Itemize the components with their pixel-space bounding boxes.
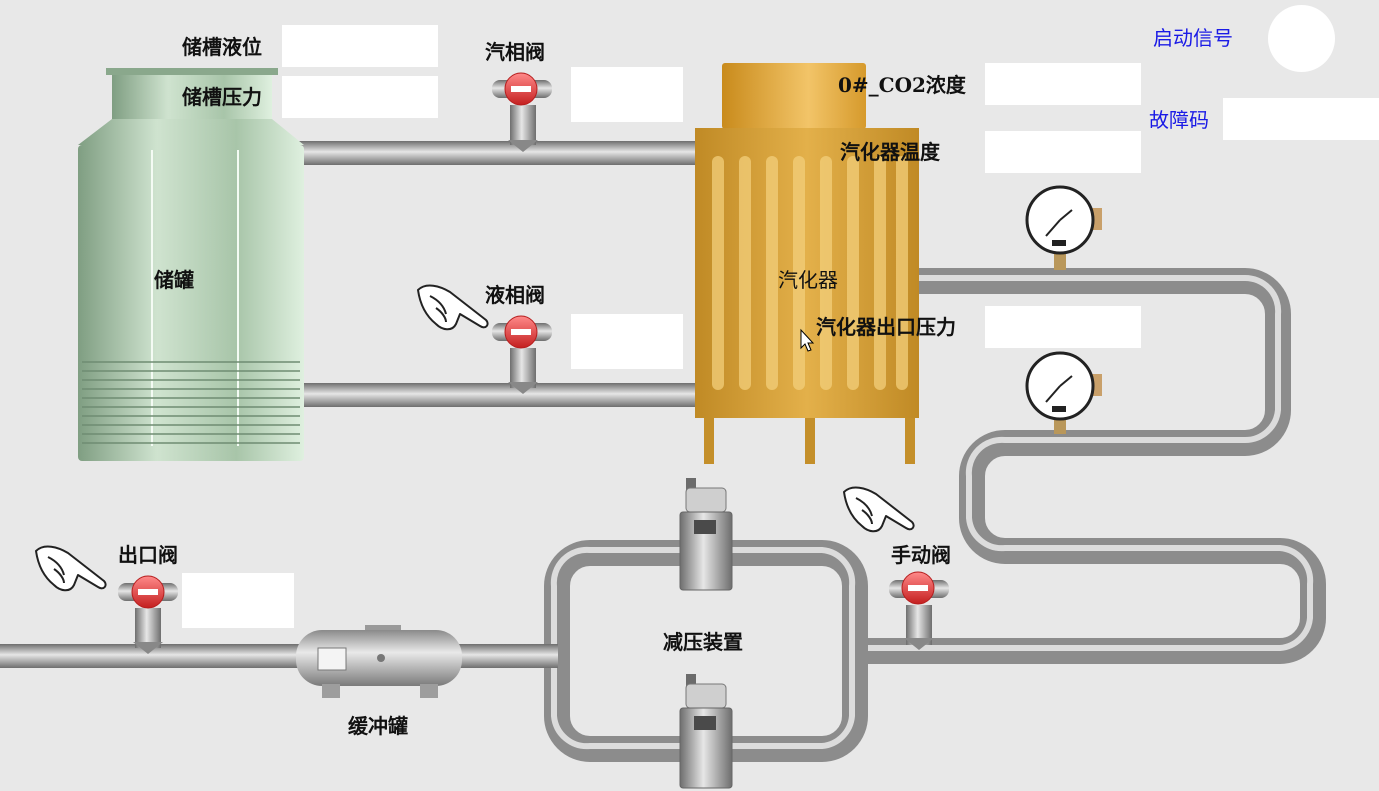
fault-code-field xyxy=(1223,98,1379,140)
vaporizer-label: 汽化器 xyxy=(778,268,838,292)
tank-pressure-label: 储槽压力 xyxy=(182,85,262,109)
outlet-pipe xyxy=(0,644,558,668)
pipework xyxy=(0,141,1326,762)
hand-pointer-icon[interactable] xyxy=(843,486,915,533)
liquid-pipe xyxy=(298,383,696,407)
liquid-valve-label: 液相阀 xyxy=(485,283,545,307)
start-signal-label: 启动信号 xyxy=(1153,26,1233,50)
manual-valve-icon[interactable] xyxy=(889,571,949,650)
vapor-valve-status-field xyxy=(571,67,683,122)
buffer-tank[interactable] xyxy=(296,625,462,698)
vapor-pipe xyxy=(298,141,696,165)
pressure-reducer-lower[interactable] xyxy=(679,674,733,789)
manual-valve-label: 手动阀 xyxy=(891,543,951,567)
storage-tank-label: 储罐 xyxy=(154,268,194,292)
vaporizer-temperature-label: 汽化器温度 xyxy=(840,140,940,164)
buffer-tank-label: 缓冲罐 xyxy=(348,714,408,738)
liquid-valve-status-field xyxy=(571,314,683,369)
vaporizer-outlet-pressure-field xyxy=(985,306,1141,348)
co2-concentration-field xyxy=(985,63,1141,105)
hand-pointer-icon[interactable] xyxy=(417,284,489,331)
liquid-valve-icon[interactable] xyxy=(492,315,552,394)
vapor-valve-label: 汽相阀 xyxy=(485,40,545,64)
storage-tank[interactable] xyxy=(78,68,304,461)
pressure-gauge-icon xyxy=(1025,351,1102,434)
pressure-reducer-upper[interactable] xyxy=(679,478,733,591)
vaporizer-outlet-pressure-label: 汽化器出口压力 xyxy=(816,315,956,339)
tank-level-field xyxy=(282,25,438,67)
tank-pressure-field xyxy=(282,76,438,118)
co2-concentration-label: 0#_CO2浓度 xyxy=(838,73,966,97)
pressure-gauge-icon xyxy=(1025,185,1102,270)
vapor-valve-icon[interactable] xyxy=(492,72,552,152)
status-lamp-icon xyxy=(1268,5,1335,72)
outlet-valve-status-field xyxy=(182,573,294,628)
mouse-cursor-icon xyxy=(800,328,815,352)
pressure-reducer-label: 减压装置 xyxy=(663,630,743,654)
outlet-valve-label: 出口阀 xyxy=(118,543,178,567)
vaporizer-temperature-field xyxy=(985,131,1141,173)
tank-level-label: 储槽液位 xyxy=(182,35,262,59)
vaporizer-unit[interactable] xyxy=(695,63,919,464)
hand-pointer-icon[interactable] xyxy=(35,545,107,592)
outlet-valve-icon[interactable] xyxy=(118,575,178,654)
fault-code-label: 故障码 xyxy=(1149,108,1209,132)
